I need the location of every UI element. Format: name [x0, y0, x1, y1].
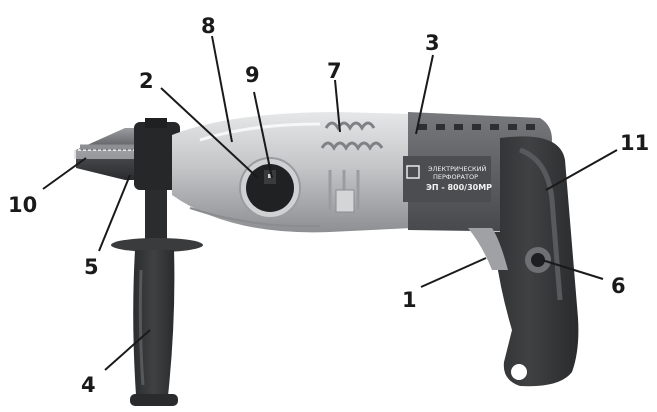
housing-vents	[320, 121, 384, 210]
mode-switch	[239, 157, 301, 219]
motor-vents	[418, 124, 535, 130]
callout-11: 11	[620, 131, 649, 155]
callout-1: 1	[402, 288, 417, 312]
callout-5: 5	[84, 255, 99, 279]
handle-hole	[511, 364, 527, 380]
callout-6: 6	[611, 274, 626, 298]
leader-10	[42, 157, 87, 190]
leader-8	[211, 35, 233, 143]
callout-10: 10	[8, 193, 37, 217]
callout-7: 7	[327, 59, 342, 83]
leader-2	[160, 87, 259, 179]
leader-9	[253, 91, 273, 179]
callout-4: 4	[81, 373, 96, 397]
nameplate-line1: ЭЛЕКТРИЧЕСКИЙ	[428, 164, 486, 173]
nameplate: ЭЛЕКТРИЧЕСКИЙ ПЕРФОРАТОР ЭП - 800/30МР	[403, 156, 492, 202]
handle-clamp	[134, 118, 180, 190]
callout-8: 8	[201, 14, 216, 38]
leader-5	[98, 174, 131, 252]
callout-3: 3	[425, 31, 440, 55]
chuck	[74, 128, 145, 180]
callout-9: 9	[245, 63, 260, 87]
mode-label	[335, 189, 355, 213]
nameplate-model: ЭП - 800/30МР	[426, 183, 492, 192]
trigger	[468, 228, 508, 270]
leader-3	[415, 54, 434, 135]
auxiliary-handle	[111, 185, 203, 406]
leader-lines	[42, 35, 618, 371]
leader-7	[334, 79, 341, 133]
leader-4	[104, 329, 151, 371]
callout-2: 2	[139, 69, 154, 93]
leader-11	[545, 149, 618, 191]
leader-6	[541, 259, 604, 280]
callout-numbers: 2 9 8 7 3 11 10 5 1 6 4	[8, 14, 649, 397]
leader-1	[420, 257, 487, 288]
nameplate-line2: ПЕРФОРАТОР	[433, 173, 478, 181]
rear-handle	[468, 136, 579, 387]
